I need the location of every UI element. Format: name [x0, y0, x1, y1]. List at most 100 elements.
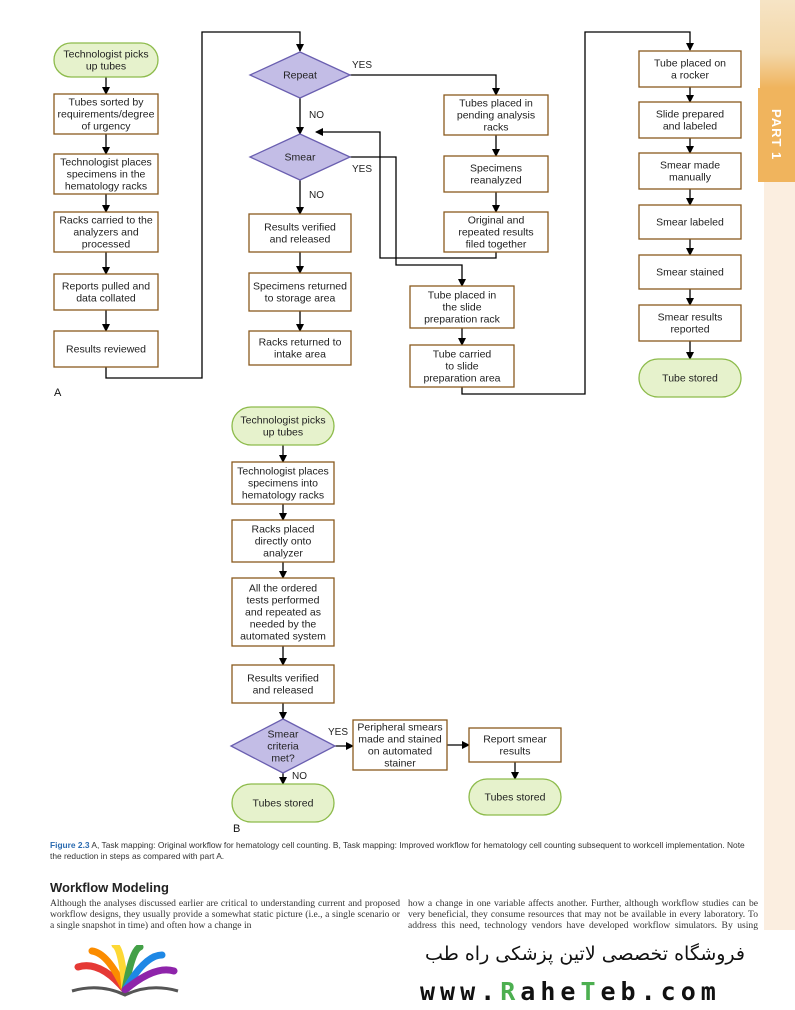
node-text-line: filed together [466, 239, 527, 251]
node-text-line: All the ordered [249, 583, 317, 595]
node-text-line: Results reviewed [66, 344, 146, 356]
node-text-line: Tube stored [662, 373, 718, 385]
a-col4-step: Tube placed ona rocker [638, 50, 742, 88]
node-text-line: directly onto [255, 536, 312, 548]
node-text-line: requirements/degree [58, 109, 155, 121]
url-part: ahe [520, 977, 581, 1006]
part-tab-decoration [760, 0, 795, 88]
store-url[interactable]: www.RaheTeb.com [420, 977, 721, 1006]
url-part: T [580, 977, 601, 1006]
node-text-line: Tubes stored [253, 798, 314, 810]
node-text-line: Tubes sorted by [69, 97, 145, 109]
figure-caption: Figure 2.3 A, Task mapping: Original wor… [50, 840, 750, 862]
node-text-line: up tubes [263, 427, 303, 439]
b-side-terminal: Tubes stored [468, 778, 562, 816]
a-no-label: NO [309, 190, 324, 201]
store-name: فروشگاه تخصصی لاتین پزشکی راه طب [425, 943, 745, 965]
node-text-line: intake area [274, 349, 326, 361]
node-text-line: specimens into [248, 478, 318, 490]
node-text-line: Specimens returned [253, 281, 347, 293]
a-no-label: NO [309, 110, 324, 121]
node-text-line: tests performed [247, 595, 320, 607]
b-end-terminal: Tubes stored [231, 783, 335, 823]
a-col4-step: Smear stained [638, 254, 742, 290]
node-text-line: pending analysis [457, 110, 535, 122]
node-text-line: data collated [76, 293, 136, 305]
node-text-line: and released [253, 685, 314, 697]
node-text-line: and labeled [663, 121, 717, 133]
node-text-line: analyzer [263, 548, 303, 560]
caption-text: A, Task mapping: Original workflow for h… [50, 840, 745, 861]
node-text-line: Repeat [283, 70, 317, 82]
node-text-line: and released [270, 234, 331, 246]
node-text-line: automated system [240, 631, 326, 643]
node-text-line: the slide [442, 302, 481, 314]
url-part: www. [420, 977, 501, 1006]
figure-label: Figure 2.3 [50, 840, 90, 850]
node-text-line: Smear results [658, 312, 723, 324]
node-text-line: Tube placed in [428, 290, 497, 302]
a-yes-label: YES [352, 60, 372, 71]
node-text-line: Slide prepared [656, 109, 724, 121]
node-text-line: met? [271, 753, 295, 765]
node-text-line: Peripheral smears [357, 722, 442, 734]
node-text-line: Results verified [264, 222, 336, 234]
a-col4-step: Smear labeled [638, 204, 742, 240]
node-text-line: Smear [268, 729, 299, 741]
book-logo-icon [71, 945, 179, 997]
flow-arrow [461, 31, 694, 395]
node-text-line: racks [483, 122, 508, 134]
b-yes-label: YES [328, 727, 348, 738]
node-text-line: Smear made [660, 160, 720, 172]
node-text-line: Tubes stored [485, 792, 546, 804]
node-text-line: Results verified [247, 673, 319, 685]
node-text-line: Racks returned to [259, 337, 342, 349]
node-text-line: stainer [384, 758, 416, 770]
node-text-line: processed [82, 239, 131, 251]
node-text-line: Technologist places [237, 466, 329, 478]
node-text-line: Smear stained [656, 267, 724, 279]
node-text-line: on automated [368, 746, 432, 758]
node-text-line: Smear [285, 152, 316, 164]
node-text-line: hematology racks [242, 490, 324, 502]
node-text-line: Report smear [483, 734, 547, 746]
node-text-line: Smear labeled [656, 217, 724, 229]
part-b-label: B [233, 823, 240, 835]
a-col1-step: Results reviewed [53, 330, 159, 368]
a-smear-decision: Smear [248, 133, 352, 181]
flow-arrow [105, 31, 304, 379]
b-no-label: NO [292, 771, 307, 782]
node-text-line: needed by the [250, 619, 317, 631]
node-text-line: of urgency [81, 121, 131, 133]
part-tab [758, 88, 795, 182]
node-text-line: Tube placed on [654, 58, 726, 70]
url-part: R [500, 977, 521, 1006]
node-text-line: Specimens [470, 163, 522, 175]
node-text-line: Technologist picks [240, 415, 325, 427]
node-text-line: Tube carried [433, 349, 492, 361]
node-text-line: up tubes [86, 61, 126, 73]
a-end-terminal: Tube stored [638, 358, 742, 398]
node-text-line: Reports pulled and [62, 281, 150, 293]
section-title: Workflow Modeling [50, 880, 169, 895]
node-text-line: hematology racks [65, 181, 147, 193]
part-tab-label: PART 1 [769, 109, 784, 161]
node-text-line: Racks placed [251, 524, 314, 536]
node-text-line: criteria [267, 741, 299, 753]
